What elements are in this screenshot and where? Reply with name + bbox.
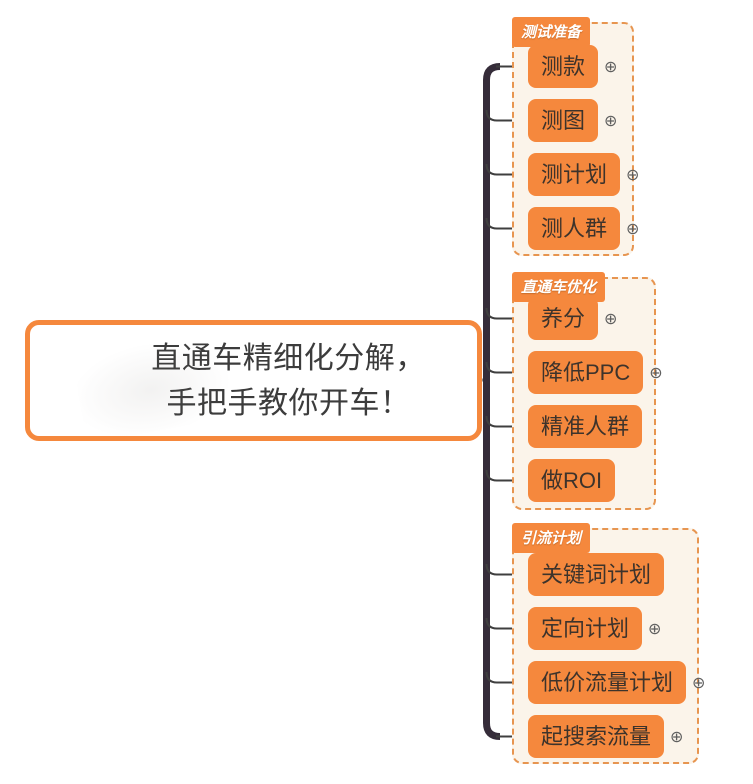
topic-node-jingzhun-renqun[interactable]: 精准人群 bbox=[528, 405, 643, 448]
topic-row: 做ROI bbox=[528, 459, 616, 502]
topic-row: 养分 ⊕ bbox=[528, 297, 617, 340]
topic-row: 测款 ⊕ bbox=[528, 45, 617, 88]
expand-icon[interactable]: ⊕ bbox=[626, 218, 640, 238]
branch-line bbox=[485, 469, 530, 482]
expand-icon[interactable]: ⊕ bbox=[604, 56, 618, 76]
topic-node-cetu[interactable]: 测图 bbox=[528, 99, 599, 142]
expand-icon[interactable]: ⊕ bbox=[648, 618, 662, 638]
topic-node-cekuan[interactable]: 测款 bbox=[528, 45, 599, 88]
expand-icon[interactable]: ⊕ bbox=[692, 672, 706, 692]
boundary-group-traffic-plan: 引流计划 关键词计划 定向计划 ⊕ 低价流量计划 ⊕ 起搜索流量 ⊕ bbox=[512, 523, 705, 764]
central-topic-line1: 直通车精细化分解， bbox=[151, 341, 426, 375]
topic-row: 起搜索流量 ⊕ bbox=[528, 715, 683, 758]
topic-node-keyword-plan[interactable]: 关键词计划 bbox=[528, 553, 665, 596]
topic-node-lower-ppc[interactable]: 降低PPC bbox=[528, 351, 644, 394]
group-label-traffic-plan[interactable]: 引流计划 bbox=[512, 523, 591, 553]
group-label-test-prep[interactable]: 测试准备 bbox=[512, 17, 591, 47]
expand-icon[interactable]: ⊕ bbox=[670, 726, 684, 746]
topic-row: 定向计划 ⊕ bbox=[528, 607, 661, 650]
branch-line bbox=[485, 307, 530, 320]
topic-row: 测人群 ⊕ bbox=[528, 207, 639, 250]
expand-icon[interactable]: ⊕ bbox=[604, 110, 618, 130]
topic-node-targeting-plan[interactable]: 定向计划 bbox=[528, 607, 643, 650]
topic-node-yangfen[interactable]: 养分 bbox=[528, 297, 599, 340]
topic-row: 关键词计划 bbox=[528, 553, 665, 596]
branch-line bbox=[485, 217, 530, 230]
expand-icon[interactable]: ⊕ bbox=[649, 362, 663, 382]
branch-line bbox=[485, 563, 530, 576]
topic-node-zuo-roi[interactable]: 做ROI bbox=[528, 459, 616, 502]
branch-line bbox=[485, 109, 530, 122]
topic-row: 低价流量计划 ⊕ bbox=[528, 661, 705, 704]
expand-icon[interactable]: ⊕ bbox=[604, 308, 618, 328]
branch-line bbox=[485, 617, 530, 630]
branch-line bbox=[485, 415, 530, 428]
branch-line bbox=[485, 163, 530, 176]
topic-row: 降低PPC ⊕ bbox=[528, 351, 663, 394]
topic-row: 精准人群 bbox=[528, 405, 643, 448]
topic-node-lowcost-traffic-plan[interactable]: 低价流量计划 bbox=[528, 661, 687, 704]
branch-line bbox=[485, 671, 530, 684]
boundary-group-optimization: 直通车优化 养分 ⊕ 降低PPC ⊕ 精准人群 做ROI bbox=[512, 272, 663, 510]
group-label-optimization[interactable]: 直通车优化 bbox=[512, 272, 606, 302]
trunk-line bbox=[483, 63, 501, 740]
topic-node-cerenqun[interactable]: 测人群 bbox=[528, 207, 621, 250]
topic-row: 测图 ⊕ bbox=[528, 99, 617, 142]
central-topic-line2: 手把手教你开车！ bbox=[166, 386, 411, 420]
branch-line bbox=[485, 361, 530, 374]
topic-node-cejihua[interactable]: 测计划 bbox=[528, 153, 621, 196]
central-topic-node[interactable]: 直通车精细化分解， 手把手教你开车！ bbox=[25, 320, 482, 441]
expand-icon[interactable]: ⊕ bbox=[626, 164, 640, 184]
topic-node-search-traffic[interactable]: 起搜索流量 bbox=[528, 715, 665, 758]
topic-row: 测计划 ⊕ bbox=[528, 153, 639, 196]
boundary-group-test-prep: 测试准备 测款 ⊕ 测图 ⊕ 测计划 ⊕ 测人群 ⊕ bbox=[512, 17, 639, 256]
